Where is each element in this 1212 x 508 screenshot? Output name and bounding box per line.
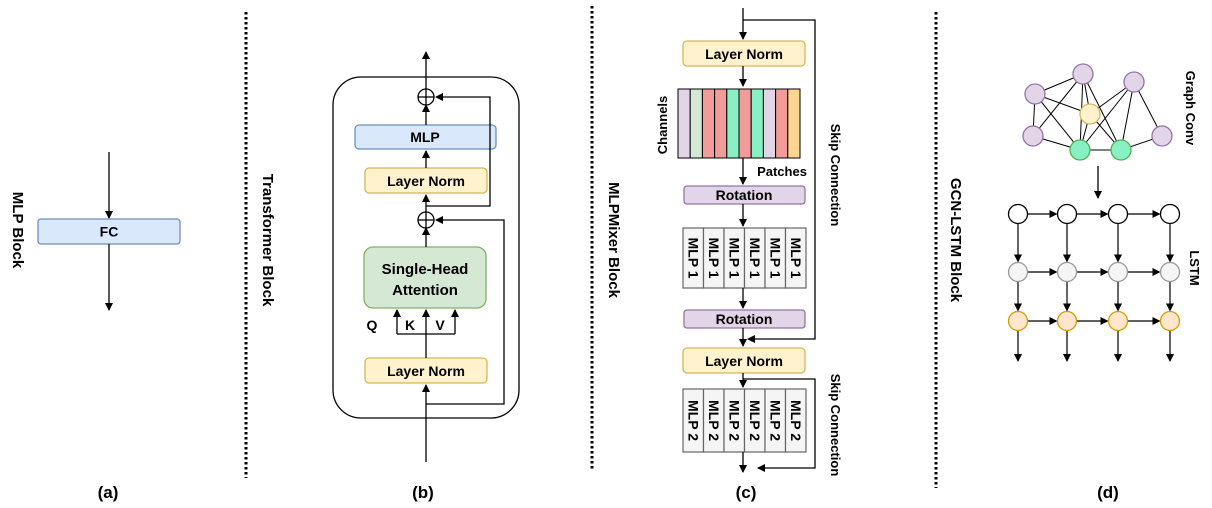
mlp2-cell-label: MLP 2 — [726, 400, 742, 441]
mlp1-cell-label: MLP 1 — [767, 238, 783, 279]
skip-connection-1 — [426, 216, 505, 405]
channels-label: Channels — [655, 96, 670, 155]
rotation-top-label: Rotation — [716, 187, 773, 203]
graph-node — [1079, 103, 1101, 125]
mlp1-cell-label: MLP 1 — [726, 238, 742, 279]
skip-connection-label-2: Skip Connection — [828, 374, 843, 477]
graph-node — [1072, 63, 1094, 85]
panel-b: Transformer Block Layer Norm Q K V Singl… — [259, 51, 520, 502]
attention-box — [363, 246, 487, 309]
skip-connection-label-1: Skip Connection — [828, 124, 843, 227]
mlpmixer-block-label: MLPMixer Block — [605, 182, 622, 299]
patch-strip — [689, 88, 703, 159]
patch-strip — [701, 88, 716, 159]
lstm-label: LSTM — [1187, 250, 1202, 285]
rotation-top-box — [683, 185, 806, 205]
lstm-node — [1056, 261, 1078, 283]
graph-node — [1123, 71, 1145, 93]
lstm-node — [1007, 310, 1029, 332]
patch-strip — [787, 88, 801, 159]
patch-strip — [714, 88, 728, 159]
mixer-norm-bottom-label: Layer Norm — [705, 353, 783, 369]
lstm-node — [1007, 203, 1029, 225]
mlp2-cell-label: MLP 2 — [767, 400, 783, 441]
transformer-block-label: Transformer Block — [259, 174, 276, 307]
patch-strip — [677, 88, 691, 159]
mlp1-cell — [784, 227, 807, 289]
graph-node — [1022, 125, 1044, 147]
patch-strip — [750, 88, 764, 159]
gcn-lstm-block-label: GCN-LSTM Block — [947, 178, 964, 303]
patch-strip — [726, 88, 740, 159]
mlp1-cell-label: MLP 1 — [788, 238, 804, 279]
mlp2-cell-label: MLP 2 — [706, 400, 722, 441]
patch-strip — [762, 88, 777, 159]
graph-node — [1151, 125, 1173, 147]
rotation-bottom-label: Rotation — [716, 311, 773, 327]
q-label: Q — [367, 317, 378, 333]
mlp1-cell-label: MLP 1 — [685, 238, 701, 279]
lstm-grid — [1007, 203, 1181, 362]
caption-d: (d) — [1097, 483, 1119, 502]
graph-node — [1110, 139, 1132, 161]
lstm-node — [1056, 203, 1078, 225]
v-label: V — [435, 317, 445, 333]
graph-node — [1069, 139, 1091, 161]
mlp2-cell-label: MLP 2 — [747, 400, 763, 441]
mixer-norm-bottom-box — [682, 347, 806, 374]
mlp2-cell-label: MLP 2 — [788, 400, 804, 441]
mlp1-cell-label: MLP 1 — [706, 238, 722, 279]
mlp-block-label: MLP Block — [9, 192, 26, 269]
mlp-label: MLP — [410, 129, 440, 145]
mixer-skip-connection-2 — [743, 378, 816, 472]
caption-c: (c) — [736, 483, 757, 502]
lstm-node — [1056, 310, 1078, 332]
caption-b: (b) — [412, 483, 434, 502]
k-label: K — [405, 317, 415, 333]
lstm-node — [1159, 203, 1181, 225]
mixer-norm-top-label: Layer Norm — [705, 46, 783, 62]
layer-norm-top-label: Layer Norm — [387, 173, 465, 189]
lstm-node — [1159, 310, 1181, 332]
fc-label: FC — [100, 224, 119, 240]
lstm-node — [1107, 310, 1129, 332]
attention-label-line2: Attention — [392, 282, 458, 299]
lstm-node — [1159, 261, 1181, 283]
lstm-node — [1007, 261, 1029, 283]
patches-label: Patches — [757, 164, 807, 179]
panel-d: GCN-LSTM Block G — [947, 63, 1202, 502]
skip-connection-2 — [426, 93, 491, 207]
mlp2-cell-label: MLP 2 — [685, 400, 701, 441]
rotation-bottom-box — [683, 309, 806, 329]
graph-conv-label: Graph Conv — [1183, 71, 1198, 146]
attention-label-line1: Single-Head — [382, 261, 469, 278]
mixer-skip-connection-1 — [743, 19, 816, 343]
caption-a: (a) — [98, 483, 119, 502]
graph-node — [1024, 83, 1046, 105]
lstm-node — [1107, 203, 1129, 225]
patch-strip — [738, 88, 752, 159]
layer-norm-bottom-label: Layer Norm — [387, 363, 465, 379]
patch-strips — [677, 88, 801, 159]
mlp2-cell — [784, 388, 807, 453]
mlp1-cell-label: MLP 1 — [747, 238, 763, 279]
lstm-node — [1107, 261, 1129, 283]
mixer-norm-top-box — [682, 40, 806, 67]
panel-c: MLPMixer Block Layer Norm Channels Patch… — [605, 8, 843, 502]
panel-a: MLP Block FC (a) — [9, 152, 181, 502]
patch-strip — [775, 88, 789, 159]
